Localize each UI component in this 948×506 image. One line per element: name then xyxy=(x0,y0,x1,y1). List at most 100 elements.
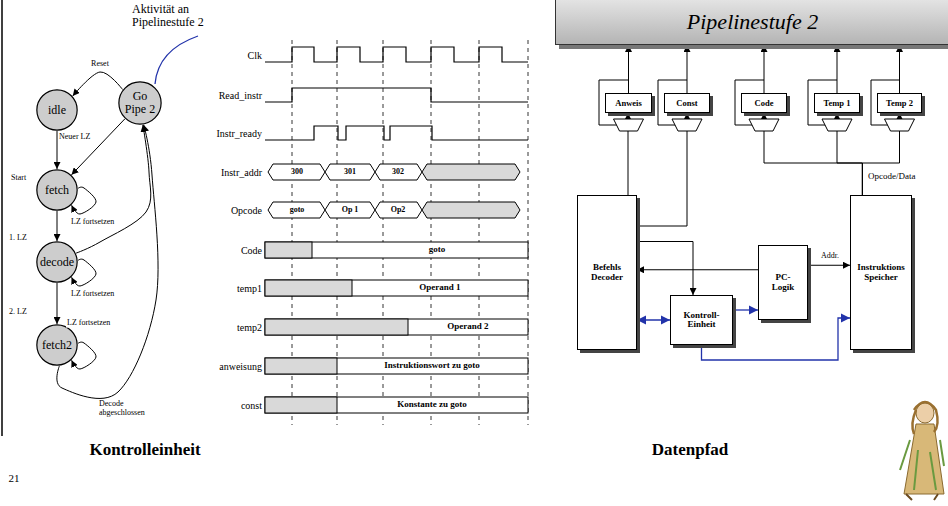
state-circle: idle xyxy=(36,89,78,131)
read-waveform xyxy=(265,88,528,102)
register-value: Instruktionswort zu goto xyxy=(384,361,480,371)
figure-feet xyxy=(906,494,938,500)
connector xyxy=(73,72,123,96)
register-box: Anweis xyxy=(605,93,652,113)
state-circle: Go Pipe 2 xyxy=(118,81,162,125)
signal-name: temp2 xyxy=(237,322,262,333)
bus-value: goto xyxy=(290,206,305,215)
signal-name: temp1 xyxy=(237,283,262,294)
waveforms xyxy=(265,47,528,140)
edge-label: 2. LZ xyxy=(8,308,28,317)
node-label: PC- Logik xyxy=(768,273,798,292)
value-bar-undefined xyxy=(265,397,337,413)
bus-value: 301 xyxy=(344,168,356,177)
register-value: goto xyxy=(429,245,446,255)
state-circle: decode xyxy=(36,241,78,283)
register-box: Temp 1 xyxy=(814,93,860,113)
value-bar xyxy=(265,319,528,335)
register-box: Const xyxy=(664,93,710,113)
bus-hex xyxy=(268,202,325,218)
signal-name: Opcode xyxy=(231,205,262,216)
feedback-wires xyxy=(599,80,900,125)
edge-label: LZ fortsetzen xyxy=(66,319,111,328)
state-circle: fetch2 xyxy=(36,324,78,366)
value-bar xyxy=(265,358,528,374)
state-circle-shape xyxy=(37,242,77,282)
figure-dress xyxy=(904,424,944,494)
figure-illustration xyxy=(900,402,944,500)
signal-name: Instr_ready xyxy=(216,128,262,139)
connector xyxy=(71,119,124,175)
node-label: idle xyxy=(48,104,66,117)
bus-hex xyxy=(422,202,520,218)
mux-symbol xyxy=(672,119,702,131)
connector xyxy=(76,125,151,253)
mux-symbol xyxy=(749,119,779,131)
mux-symbol xyxy=(822,119,852,131)
function-block: Befehls Decoder xyxy=(577,195,637,350)
register-value: Konstante zu goto xyxy=(397,400,467,410)
state-circle-shape xyxy=(37,90,77,130)
signal-name: Instr_addr xyxy=(221,167,262,178)
value-bar xyxy=(265,280,528,296)
node-label: Anweis xyxy=(615,99,641,108)
state-circle-shape xyxy=(37,325,77,365)
state-circle: fetch xyxy=(36,169,78,211)
callout-curve xyxy=(155,36,198,84)
node-label: Temp 2 xyxy=(886,99,913,108)
value-bar xyxy=(265,242,528,258)
panel-caption: Kontrolleinheit xyxy=(89,441,200,460)
state-circle-shape xyxy=(119,82,161,124)
node-label: Instruktions Speicher xyxy=(854,263,908,282)
function-block: Instruktions Speicher xyxy=(850,195,912,350)
value-bar xyxy=(265,397,528,413)
node-label: Temp 1 xyxy=(824,99,851,108)
bus-hex xyxy=(375,164,422,180)
signal-name: Read_instr xyxy=(219,90,262,101)
register-value: Operand 1 xyxy=(419,283,460,293)
node-label: Const xyxy=(676,99,697,108)
bus-value: Op 1 xyxy=(342,206,359,215)
connector xyxy=(687,45,688,93)
value-bar-undefined xyxy=(265,242,312,258)
edge-label: Neuer LZ xyxy=(58,133,91,142)
pipeline-stage-band: Pipelinestufe 2 xyxy=(555,0,948,45)
node-label: fetch xyxy=(45,184,69,197)
bus-hex xyxy=(375,202,422,218)
edge-label: Decode abgeschlossen xyxy=(98,400,160,418)
connector xyxy=(637,269,758,270)
mux-symbol xyxy=(885,119,915,131)
ready-waveform xyxy=(265,126,528,140)
bus-hex xyxy=(325,202,375,218)
edge-label: LZ fortsetzen xyxy=(70,290,115,299)
edge-label: 1. LZ xyxy=(8,234,28,243)
value-bar-undefined xyxy=(265,280,352,296)
connector xyxy=(837,45,838,93)
clock-waveform xyxy=(265,47,528,62)
connector xyxy=(637,319,670,320)
value-bar-undefined xyxy=(265,319,408,335)
signal-name: Clk xyxy=(248,50,262,61)
connector xyxy=(628,45,629,93)
bus-value: Op2 xyxy=(391,206,406,215)
register-box: Code xyxy=(741,93,787,113)
connector xyxy=(764,113,862,195)
figure-strands xyxy=(900,440,944,490)
node-label: fetch2 xyxy=(42,339,72,352)
edge-label: Reset xyxy=(90,60,110,69)
page-number: 21 xyxy=(9,472,20,484)
signal-name: const xyxy=(241,400,262,411)
connector xyxy=(764,45,765,93)
bus-value: 300 xyxy=(291,168,303,177)
bus-hex xyxy=(422,164,520,180)
connector xyxy=(57,283,58,324)
node-label: Go Pipe 2 xyxy=(123,90,157,115)
bus-label: Opcode/Data xyxy=(868,172,915,182)
bus-value: 302 xyxy=(392,168,404,177)
bus-hex xyxy=(325,164,375,180)
connector xyxy=(808,265,850,266)
callout-note: Aktivität an Pipelinestufe 2 xyxy=(132,3,242,29)
register-value: Operand 2 xyxy=(447,322,488,332)
figure-hair xyxy=(912,402,937,434)
node-label: Kontroll- Einheit xyxy=(674,311,729,330)
